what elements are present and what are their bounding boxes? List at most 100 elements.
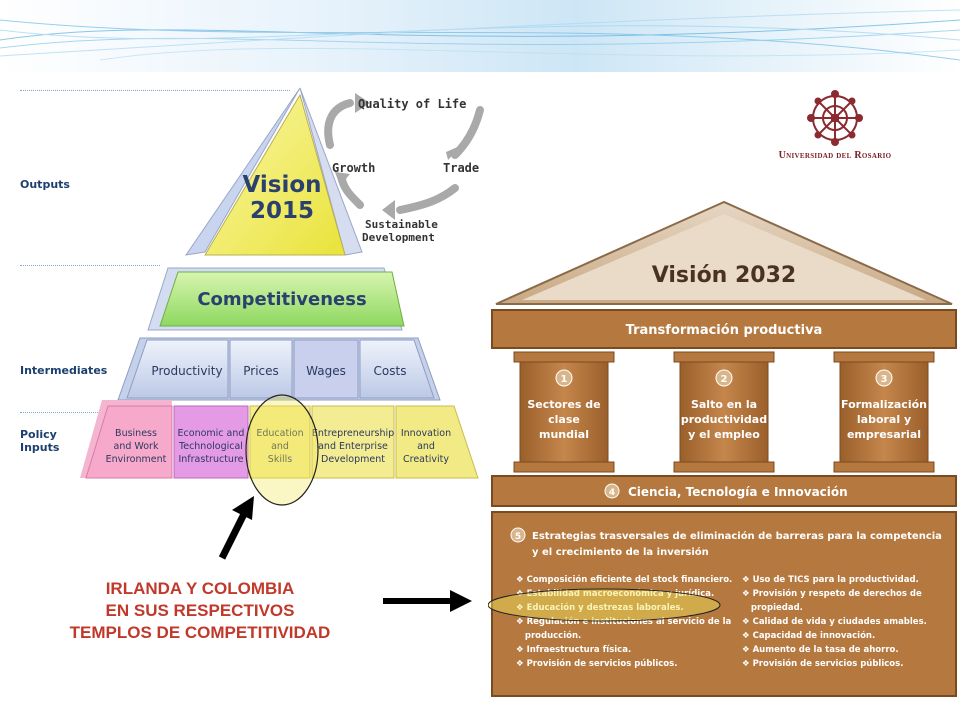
apex-year-label: 2015 xyxy=(250,198,314,224)
strategies-number: 5 xyxy=(515,532,521,542)
cycle-growth-label: Growth xyxy=(332,161,375,175)
cycle-sustainable-label: Sustainable xyxy=(365,218,438,231)
row-label-outputs: Outputs xyxy=(20,178,70,191)
row-label-inputs: Inputs xyxy=(20,441,60,454)
strategies-number-badge xyxy=(510,527,526,543)
row-label-intermediates: Intermediates xyxy=(20,364,108,377)
vision-2032-temple: Visión 2032 Transformación productiva 1 … xyxy=(488,200,957,697)
apex-front-face xyxy=(204,93,346,256)
pointer-arrows xyxy=(218,496,472,612)
universidad-logo: Universidad del Rosario xyxy=(770,88,900,168)
pillar-3-l2: laboral y xyxy=(857,413,911,426)
pillar-2-l1: Salto en la xyxy=(691,398,757,411)
strategy-right-4: ❖ Capacidad de innovación. xyxy=(742,630,875,641)
policy-education-l1: Education xyxy=(256,428,303,439)
intermediate-wages: Wages xyxy=(306,364,346,378)
strategy-right-5: ❖ Aumento de la tasa de ahorro. xyxy=(742,645,899,655)
row-label-policy: Policy xyxy=(20,428,57,441)
pillar-1-l2: clase xyxy=(548,413,580,426)
temple-beam xyxy=(491,309,957,349)
policy-economic-l3: Infrastructure xyxy=(178,454,243,465)
policy-economic-l2: Technological xyxy=(178,441,243,452)
intermediate-prices: Prices xyxy=(243,364,279,378)
strategy-left-6: ❖ Provisión de servicios públicos. xyxy=(516,658,677,669)
competitiveness-band xyxy=(159,271,405,327)
educacion-highlight-ellipse xyxy=(488,588,721,622)
policy-innovation-l3: Creativity xyxy=(403,454,449,465)
strategies-block xyxy=(491,511,957,697)
strategies-title-l1: Estrategias trasversales de eliminación … xyxy=(532,530,942,542)
temple-base xyxy=(491,475,957,507)
policy-innovation-l1: Innovation xyxy=(401,428,451,439)
caption-line2: EN SUS RESPECTIVOS xyxy=(105,601,295,620)
apex-right-face xyxy=(299,87,363,256)
policy-business-l2: and Work xyxy=(114,441,159,452)
cycle-arrowheads xyxy=(335,93,462,220)
policy-entrepreneurship xyxy=(311,405,395,479)
temple-beam-label: Transformación productiva xyxy=(626,323,823,338)
pillar-3 xyxy=(833,351,935,473)
strategy-left-5: ❖ Infraestructura física. xyxy=(516,645,631,655)
box-wages xyxy=(293,339,359,399)
temple-base-label: Ciencia, Tecnología e Innovación xyxy=(628,485,848,499)
temple-roof-title: Visión 2032 xyxy=(652,263,796,288)
apex-vision-label: Vision xyxy=(242,172,321,198)
cycle-arrows xyxy=(324,99,484,214)
strategy-right-2: propiedad. xyxy=(742,603,803,613)
header-banner xyxy=(0,0,960,72)
crest-icon xyxy=(807,90,863,146)
pillar-3-l1: Formalización xyxy=(841,398,927,411)
pillar-1-l1: Sectores de xyxy=(527,398,600,411)
divider-intermediates-bottom xyxy=(20,412,110,413)
pillar-3-number: 3 xyxy=(881,374,888,385)
education-highlight-ellipse xyxy=(245,394,319,506)
strategy-left-4: producción. xyxy=(516,630,581,641)
right-arrow-icon xyxy=(383,590,472,612)
policy-business-l1: Business xyxy=(115,428,157,439)
strategy-left-2: ❖ Educación y destrezas laborales. xyxy=(516,602,684,613)
policy-education-l2: and xyxy=(271,441,289,452)
cycle-development-label: Development xyxy=(362,231,435,244)
temple-roof-inner xyxy=(522,214,926,300)
strategies-title-l2: y el crecimiento de la inversión xyxy=(532,546,709,558)
divider-outputs-top xyxy=(20,90,290,91)
strategy-left-1: ❖ Estabilidad macroeconómica y jurídica. xyxy=(516,588,714,599)
cycle-trade-label: Trade xyxy=(443,161,479,175)
apex-left-face xyxy=(184,87,301,256)
strategy-right-0: ❖ Uso de TICS para la productividad. xyxy=(742,575,919,585)
box-costs xyxy=(359,339,435,399)
strategy-left-3: ❖ Regulación e instituciones al servicio… xyxy=(516,616,731,627)
policy-innovation-l2: and xyxy=(417,441,435,452)
divider-outputs-bottom xyxy=(20,265,160,266)
pillar-3-l3: empresarial xyxy=(847,428,921,441)
competitiveness-pyramid: Vision 2015 Quality of Life Growth Trade… xyxy=(80,87,484,506)
policy-education-l3: Skills xyxy=(268,454,292,465)
intermediate-productivity: Productivity xyxy=(151,364,222,378)
box-prices xyxy=(229,339,293,399)
base-number: 4 xyxy=(609,488,615,498)
policy-entrepreneurship-l2: and Enterprise xyxy=(318,441,388,452)
pillar-2 xyxy=(673,351,775,473)
policy-business-l3: Environment xyxy=(106,454,167,465)
pillar-2-number: 2 xyxy=(721,374,728,385)
strategy-left-0: ❖ Composición eficiente del stock financ… xyxy=(516,574,732,585)
policy-entrepreneurship-l3: Development xyxy=(321,454,385,465)
logo-text: Universidad del Rosario xyxy=(778,150,892,161)
strategy-right-1: ❖ Provisión y respeto de derechos de xyxy=(742,588,922,599)
pillar-1-number: 1 xyxy=(561,374,568,385)
strategy-right-6: ❖ Provisión de servicios públicos. xyxy=(742,658,903,669)
policy-business xyxy=(85,405,173,479)
pillar-1-l3: mundial xyxy=(539,428,589,441)
caption: IRLANDA Y COLOMBIA EN SUS RESPECTIVOS TE… xyxy=(0,578,400,644)
policy-economic-l1: Economic and xyxy=(178,428,245,439)
pillar-2-l2: productividad xyxy=(681,413,767,426)
box-productivity xyxy=(126,339,229,399)
up-arrow-icon xyxy=(218,496,254,560)
intermediate-costs: Costs xyxy=(374,364,407,378)
policy-education xyxy=(249,405,311,479)
caption-line1: IRLANDA Y COLOMBIA xyxy=(105,579,295,598)
competitiveness-label: Competitiveness xyxy=(197,289,366,310)
row-label-policy-inputs: Policy Inputs xyxy=(20,428,59,454)
cycle-quality-label: Quality of Life xyxy=(358,97,466,111)
policy-economic xyxy=(173,405,249,479)
